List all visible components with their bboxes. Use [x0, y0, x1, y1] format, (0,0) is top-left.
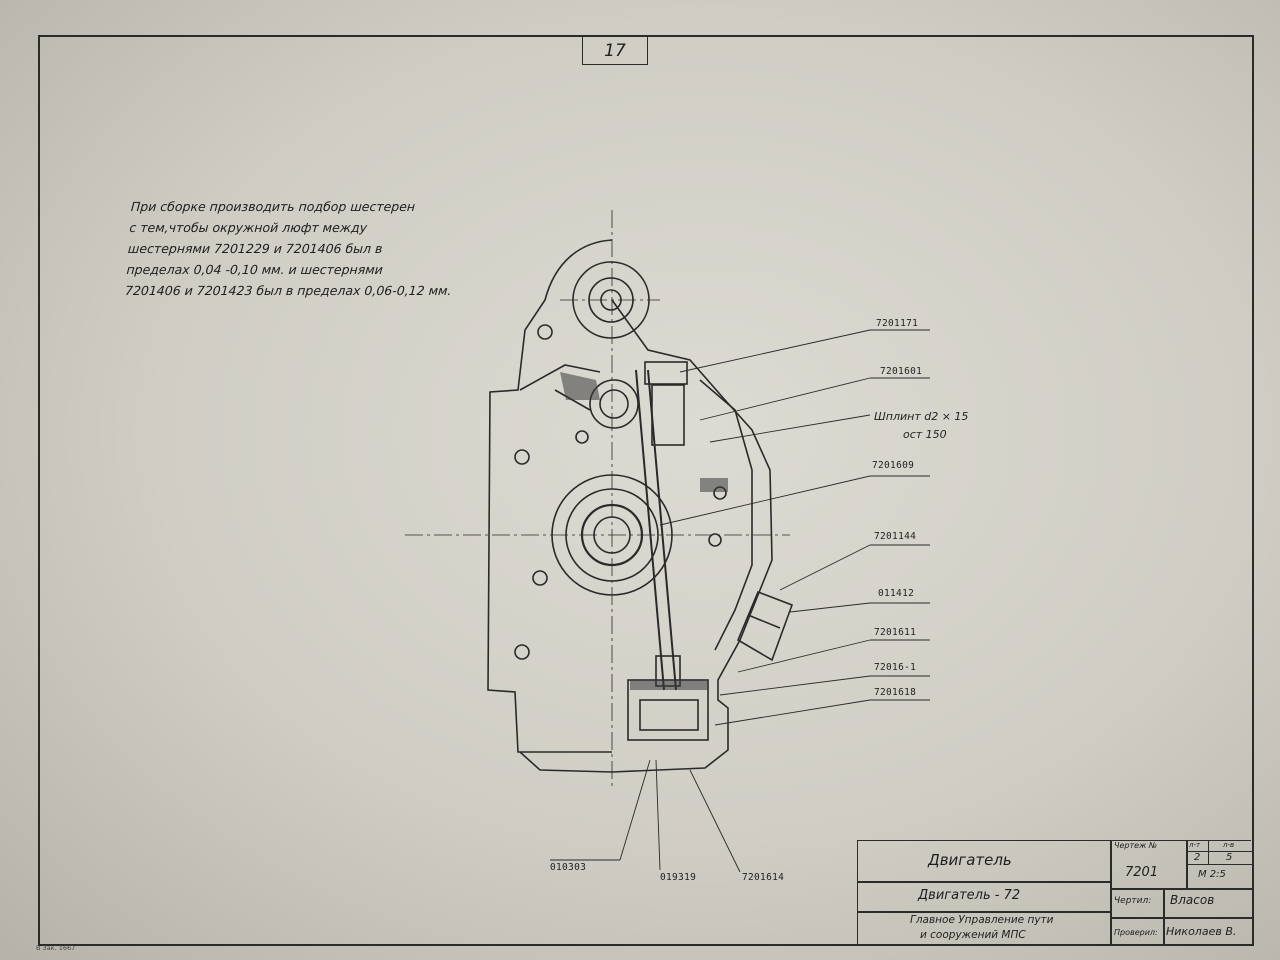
- scale: М 2:5: [1198, 869, 1226, 880]
- subtitle: Двигатель - 72: [918, 888, 1021, 903]
- callout-7201609: 7201609: [872, 460, 915, 471]
- note-line: 7201406 и 7201423 был в пределах 0,06-0,…: [124, 283, 452, 298]
- checked-label: Проверил:: [1114, 928, 1158, 937]
- note-line: пределах 0,04 -0,10 мм. и шестернями: [126, 262, 384, 277]
- org-line-2: и сооружений МПС: [920, 929, 1026, 941]
- sheets-label: л-в: [1223, 841, 1235, 849]
- callout-7201611: 7201611: [874, 627, 917, 638]
- callout-split-pin: Шплинт d2 × 15: [874, 410, 969, 423]
- sheet-label: л-т: [1189, 841, 1201, 849]
- title: Двигатель: [928, 851, 1012, 869]
- sheet-number: 17: [582, 37, 648, 65]
- callout-split-pin-standard: ост 150: [903, 428, 947, 441]
- org-line-1: Главное Управление пути: [910, 914, 1054, 926]
- callout-72016-1: 72016-1: [874, 662, 917, 673]
- assembly-note: При сборке производить подбор шестерен с…: [124, 196, 452, 301]
- note-line: с тем,чтобы окружной люфт между: [128, 220, 368, 235]
- callout-7201144: 7201144: [874, 531, 917, 542]
- callout-7201601: 7201601: [880, 366, 923, 377]
- note-line: При сборке производить подбор шестерен: [130, 199, 416, 214]
- checked-by: Николаев В.: [1166, 925, 1237, 938]
- callout-010303: 010303: [550, 862, 587, 873]
- drawing-no-label: Чертеж №: [1114, 841, 1158, 850]
- note-line: шестернями 7201229 и 7201406 был в: [127, 241, 383, 256]
- callout-011412: 011412: [878, 588, 915, 599]
- callout-019319: 019319: [660, 872, 697, 883]
- callout-7201171: 7201171: [876, 318, 919, 329]
- sheet-value: 2: [1194, 852, 1201, 863]
- drawing-frame: [38, 35, 1254, 946]
- sheets-value: 5: [1226, 852, 1233, 863]
- drawn-by: Власов: [1170, 893, 1215, 907]
- callout-7201618: 7201618: [874, 687, 917, 698]
- title-block: Двигатель Двигатель - 72 Главное Управле…: [857, 840, 1252, 945]
- callout-7201614: 7201614: [742, 872, 785, 883]
- margin-note: В Зак. 1667: [36, 944, 76, 952]
- drawn-label: Чертил:: [1114, 896, 1152, 906]
- drawing-number: 7201: [1125, 865, 1159, 880]
